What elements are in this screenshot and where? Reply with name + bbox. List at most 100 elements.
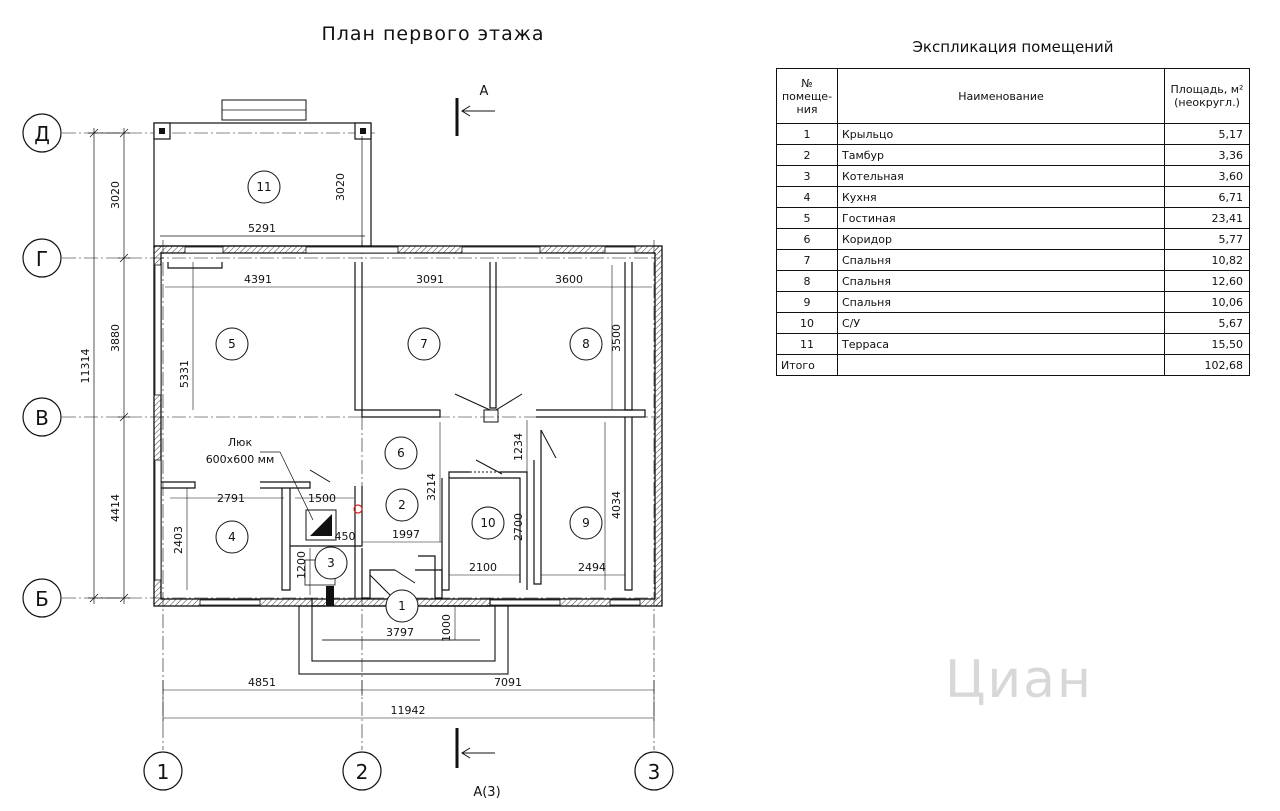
header-room-area: Площадь, м² (неокругл.) <box>1164 68 1250 124</box>
header-room-name: Наименование <box>837 68 1165 124</box>
room-schedule-table: № помеще- ния Наименование Площадь, м² (… <box>776 68 1250 376</box>
room-area-cell: 5,67 <box>1164 312 1250 334</box>
dim-room9-width: 2494 <box>578 561 606 574</box>
floor-plan: План первого этажа Д Г В Б 1 2 3 <box>22 23 674 800</box>
room-number-8: 8 <box>582 337 590 351</box>
room-number-cell: 9 <box>776 291 838 313</box>
dim-left-3020: 3020 <box>109 181 122 209</box>
header-area-line-1: Площадь, м² <box>1170 83 1244 96</box>
axis-label-3: 3 <box>648 760 661 784</box>
room-number-cell: 2 <box>776 144 838 166</box>
table-header-row: № помеще- ния Наименование Площадь, м² (… <box>776 68 1250 124</box>
room-area-cell: 5,77 <box>1164 228 1250 250</box>
room-number-2: 2 <box>398 498 406 512</box>
room-number-7: 7 <box>420 337 428 351</box>
room-name-cell: Терраса <box>837 333 1165 355</box>
total-empty-cell <box>837 354 1165 376</box>
dim-wc-depth: 2700 <box>512 513 525 541</box>
dim-terrace-depth: 3020 <box>334 173 347 201</box>
header-num-line-3: ния <box>796 102 818 116</box>
room-name-cell: Спальня <box>837 270 1165 292</box>
room-area-cell: 15,50 <box>1164 333 1250 355</box>
room-number-cell: 5 <box>776 207 838 229</box>
room-number-3: 3 <box>327 556 335 570</box>
dim-porch-depth: 1000 <box>440 614 453 642</box>
dim-room4-width: 2791 <box>217 492 245 505</box>
hatch <box>260 451 363 606</box>
dim-wc-width: 2100 <box>469 561 497 574</box>
room-name-cell: Котельная <box>837 165 1165 187</box>
section-marks <box>455 98 495 768</box>
watermark-logo: Циан <box>945 650 1094 710</box>
axis-label-g: Г <box>36 247 48 271</box>
legend-title: Экспликация помещений <box>912 38 1114 56</box>
dim-hatch-1500: 1500 <box>308 492 336 505</box>
room-name-cell: Тамбур <box>837 144 1165 166</box>
hatch-label-line-1: Люк <box>228 436 253 449</box>
dim-room7-width: 3091 <box>416 273 444 286</box>
axis-label-1: 1 <box>157 760 170 784</box>
room-number-cell: 3 <box>776 165 838 187</box>
room-name-cell: Гостиная <box>837 207 1165 229</box>
dim-bottom-4851: 4851 <box>248 676 276 689</box>
room-number-cell: 1 <box>776 123 838 145</box>
section-mark-top-label: А <box>480 84 489 99</box>
room-number-cell: 7 <box>776 249 838 271</box>
room-number-6: 6 <box>397 446 405 460</box>
header-num-line-2: помеще- <box>781 89 833 103</box>
room-number-5: 5 <box>228 337 236 351</box>
room-area-cell: 12,60 <box>1164 270 1250 292</box>
dim-left-4414: 4414 <box>109 494 122 522</box>
room-number-10: 10 <box>480 516 495 530</box>
room-number-cell: 10 <box>776 312 838 334</box>
dim-450: 450 <box>335 530 356 543</box>
room-name-cell: С/У <box>837 312 1165 334</box>
room-name-cell: Спальня <box>837 249 1165 271</box>
axis-bubbles-left: Д Г В Б <box>22 113 62 618</box>
dim-left-3880: 3880 <box>109 324 122 352</box>
axis-label-b: Б <box>35 587 49 611</box>
room-area-cell: 10,06 <box>1164 291 1250 313</box>
room-number-4: 4 <box>228 530 236 544</box>
room-area-cell: 10,82 <box>1164 249 1250 271</box>
axis-bubbles-bottom: 1 2 3 <box>143 751 674 791</box>
dim-room9-depth: 4034 <box>610 491 623 519</box>
room-name-cell: Спальня <box>837 291 1165 313</box>
room-area-cell: 3,36 <box>1164 144 1250 166</box>
dim-left-total: 11314 <box>79 349 92 384</box>
dim-porch-width: 3797 <box>386 626 414 639</box>
terrace <box>153 99 372 250</box>
dim-tambour-depth: 3214 <box>425 473 438 501</box>
room-name-cell: Кухня <box>837 186 1165 208</box>
header-num-line-1: № <box>801 76 813 90</box>
left-dimension-lines <box>88 128 130 604</box>
room-area-cell: 6,71 <box>1164 186 1250 208</box>
dim-bottom-7091: 7091 <box>494 676 522 689</box>
room-area-cell: 5,17 <box>1164 123 1250 145</box>
room-number-cell: 11 <box>776 333 838 355</box>
dim-room5-width: 4391 <box>244 273 272 286</box>
room-number-9: 9 <box>582 516 590 530</box>
interior-walls <box>161 262 646 607</box>
dim-room5-depth: 5331 <box>178 360 191 388</box>
dim-bottom-total: 11942 <box>391 704 426 717</box>
section-mark-bottom-label: А(3) <box>473 785 500 800</box>
hatch-label-line-2: 600х600 мм <box>206 453 275 466</box>
dim-1997: 1997 <box>392 528 420 541</box>
dim-corridor-1234: 1234 <box>512 433 525 461</box>
header-room-number: № помеще- ния <box>776 68 838 124</box>
room-name-cell: Коридор <box>837 228 1165 250</box>
room-number-cell: 4 <box>776 186 838 208</box>
total-label-cell: Итого <box>776 354 838 376</box>
room-number-cell: 6 <box>776 228 838 250</box>
